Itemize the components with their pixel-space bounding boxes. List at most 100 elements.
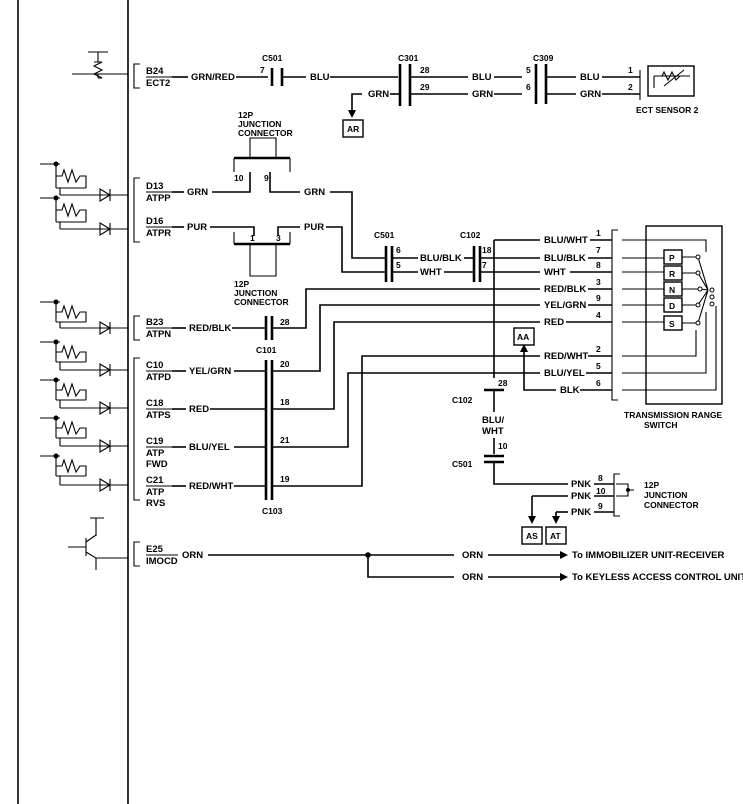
connector-c102-b: C102 [452, 395, 473, 405]
svg-text:1: 1 [596, 228, 601, 238]
svg-text:GRN: GRN [368, 89, 389, 100]
svg-text:5: 5 [396, 260, 401, 270]
ecm-pin-atpn: ATPN [146, 329, 171, 340]
svg-text:2: 2 [628, 82, 633, 92]
connector-c501-c: C501 [452, 459, 473, 469]
svg-text:PNK: PNK [571, 507, 591, 518]
junction-connector-lower: 1 3 12P JUNCTION CONNECTOR [233, 232, 291, 307]
ecm-input-circuit-c21 [40, 455, 128, 492]
svg-text:GRN: GRN [187, 187, 208, 198]
svg-text:YEL/GRN: YEL/GRN [544, 300, 586, 311]
svg-text:ORN: ORN [462, 572, 483, 583]
c102-blu-wht-circuit: BLU/WHT 28 C102 BLU/ WHT 10 C501 [452, 235, 612, 485]
svg-text:GRN: GRN [580, 89, 601, 100]
svg-text:JUNCTION: JUNCTION [238, 119, 281, 129]
svg-text:JUNCTION: JUNCTION [234, 288, 277, 298]
svg-text:PUR: PUR [187, 222, 207, 233]
svg-text:4: 4 [596, 310, 601, 320]
ecm-pin-atps: ATPS [146, 410, 171, 421]
svg-text:2: 2 [596, 344, 601, 354]
ecm-pin-brackets [133, 63, 140, 567]
svg-text:AR: AR [347, 124, 359, 134]
ect-circuit: GRN/RED 7 C501 BLU C301 28 29 BLU GRN GR… [172, 53, 699, 138]
svg-text:1: 1 [628, 65, 633, 75]
svg-text:AT: AT [550, 531, 562, 541]
svg-text:D: D [669, 301, 675, 311]
ref-box-at [545, 526, 567, 545]
ecm-input-circuit-d16 [40, 197, 128, 236]
svg-text:9: 9 [598, 501, 603, 511]
ecm-input-circuit-c10 [40, 341, 128, 377]
svg-text:18: 18 [482, 245, 492, 255]
junction-connector-top: 12P JUNCTION CONNECTOR 10 9 [233, 110, 293, 183]
svg-text:BLU: BLU [580, 72, 600, 83]
svg-text:CONNECTOR: CONNECTOR [238, 128, 293, 138]
keyless-label: To KEYLESS ACCESS CONTROL UNIT [572, 572, 743, 583]
ecm-block [17, 0, 129, 804]
connector-c102-a: C102 [460, 230, 481, 240]
svg-text:6: 6 [526, 82, 531, 92]
svg-text:WHT: WHT [482, 426, 504, 437]
svg-text:6: 6 [396, 245, 401, 255]
svg-text:WHT: WHT [544, 267, 566, 278]
svg-text:JUNCTION: JUNCTION [644, 490, 687, 500]
svg-text:12P: 12P [238, 110, 253, 120]
c501-c102-middle: C501 6 5 BLU/BLK WHT C102 18 7 BLU/BLK W… [374, 230, 612, 282]
connector-c301: C301 [398, 53, 419, 63]
connector-c501-a: C501 [262, 53, 283, 63]
svg-text:1: 1 [250, 233, 255, 243]
svg-text:8: 8 [598, 473, 603, 483]
ecm-pin-atp-rvs-1: ATP [146, 487, 165, 498]
ecm-input-circuit-c18 [40, 379, 128, 415]
svg-text:BLK: BLK [560, 385, 580, 396]
atpr-circuit: PUR PUR [172, 222, 386, 273]
svg-text:CONNECTOR: CONNECTOR [644, 500, 699, 510]
ecm-pin-atpd: ATPD [146, 372, 171, 383]
svg-text:CONNECTOR: CONNECTOR [234, 297, 289, 307]
ref-box-as [521, 526, 543, 545]
svg-text:GRN: GRN [472, 89, 493, 100]
trs-label-1: TRANSMISSION RANGE [624, 410, 723, 420]
svg-text:PNK: PNK [571, 479, 591, 490]
ref-box-aa [513, 327, 535, 346]
svg-text:RED: RED [189, 404, 209, 415]
ecm-pin-d16: D16 [146, 216, 163, 227]
svg-text:7: 7 [260, 65, 265, 75]
svg-text:21: 21 [280, 435, 290, 445]
svg-text:6: 6 [596, 378, 601, 388]
transmission-range-switch: P R N D S TRANSMISSION RANGE SWITCH [611, 225, 723, 430]
ecm-pin-b24: B24 [146, 66, 164, 77]
ecm-pin-c18: C18 [146, 398, 163, 409]
svg-text:10: 10 [596, 486, 606, 496]
svg-text:RED/WHT: RED/WHT [189, 481, 234, 492]
ecm-pin-b23: B23 [146, 317, 163, 328]
ecm-pin-imocd: IMOCD [146, 556, 178, 567]
svg-text:ORN: ORN [462, 550, 483, 561]
trs-label-2: SWITCH [644, 420, 678, 430]
c101-c103-column: C101 28 C103 20 18 21 19 [256, 316, 290, 516]
ecm-pin-atp-fwd-2: FWD [146, 459, 168, 470]
svg-text:BLU: BLU [472, 72, 492, 83]
svg-text:3: 3 [276, 233, 281, 243]
svg-text:3: 3 [596, 277, 601, 287]
connector-c103: C103 [262, 506, 283, 516]
atp-range-circuits: RED/BLK YEL/GRN RED BLU/YEL RED/WHT [172, 323, 266, 492]
svg-text:BLU/YEL: BLU/YEL [189, 442, 230, 453]
svg-text:WHT: WHT [420, 267, 442, 278]
svg-text:N: N [669, 285, 675, 295]
svg-text:28: 28 [420, 65, 430, 75]
pnk-junction-circuit: PNK 8 PNK 10 PNK 9 12P JUNCTION CONNECTO… [521, 473, 699, 545]
ecm-pin-ect2: ECT2 [146, 78, 170, 89]
svg-text:28: 28 [498, 378, 508, 388]
ref-box-ar [342, 119, 364, 138]
trs-pin-numbers: 1 7 8 3 9 4 2 5 6 [596, 228, 601, 388]
svg-text:BLU/BLK: BLU/BLK [420, 253, 462, 264]
connector-c101: C101 [256, 345, 277, 355]
ecm-pin-c21: C21 [146, 475, 164, 486]
svg-text:R: R [669, 269, 675, 279]
wire-label-blu-1: BLU [310, 72, 330, 83]
svg-text:12P: 12P [644, 480, 659, 490]
connector-c501-b: C501 [374, 230, 395, 240]
svg-text:20: 20 [280, 359, 290, 369]
svg-text:19: 19 [280, 474, 290, 484]
